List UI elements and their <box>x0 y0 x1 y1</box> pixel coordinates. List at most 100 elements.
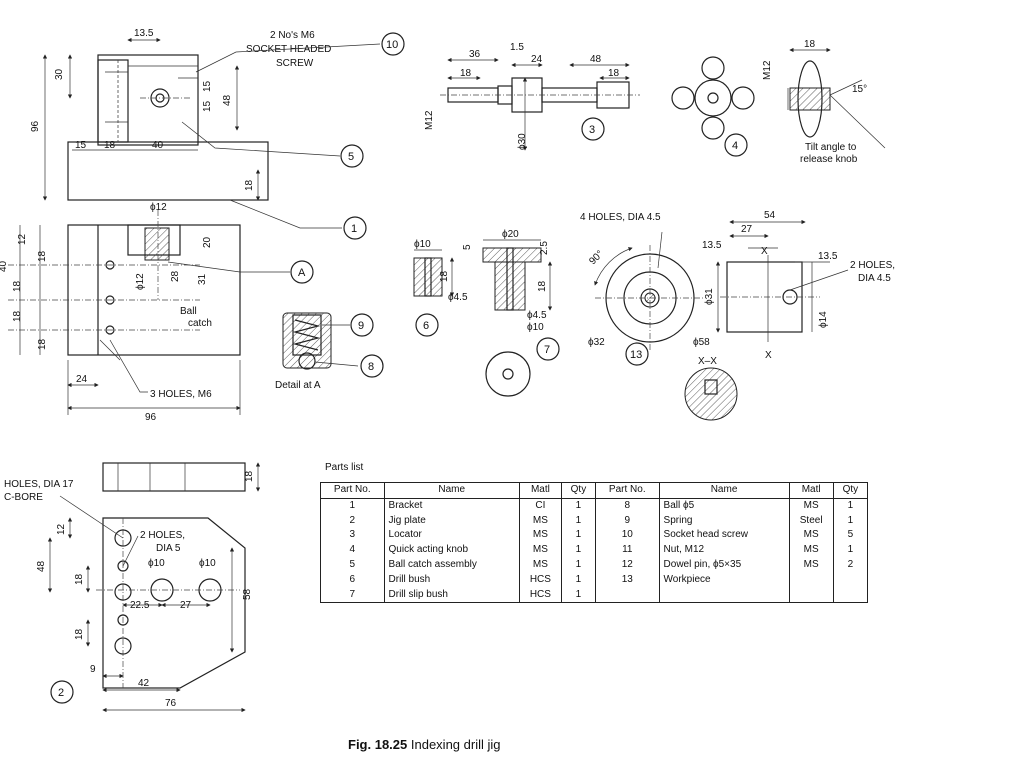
front-dim-18c: 18 <box>12 310 23 322</box>
parts-table-cell: Quick acting knob <box>383 543 520 558</box>
figure-caption: Fig. 18.25 Indexing drill jig <box>348 737 500 752</box>
knob-dim-m12: M12 <box>762 60 773 80</box>
parts-table-cell: Jig plate <box>383 513 520 529</box>
workpiece-view: 4 HOLES, DIA 4.5 90° ϕ32 ϕ58 54 27 13.5 … <box>580 210 895 421</box>
locator-dim-m12: M12 <box>424 110 435 130</box>
bubble-5-label: 5 <box>348 151 354 163</box>
bubble-4-label: 4 <box>732 140 738 152</box>
bubble-8 <box>360 354 384 378</box>
parts-table-cell: Ball catch assembly <box>383 557 520 573</box>
bracket-note-line2: SOCKET HEADED <box>246 44 331 55</box>
bracket-note-line1: 2 No's M6 <box>270 30 315 41</box>
parts-table-cell: CI <box>518 498 562 514</box>
front-dim-31: 31 <box>197 273 208 285</box>
parts-list-table: Part No. Name Matl Qty Part No. Name Mat… <box>320 482 869 604</box>
jig-dim-76: 76 <box>165 698 177 709</box>
header-part-no-2: Part No. <box>595 482 660 499</box>
header-qty-2: Qty <box>832 482 869 499</box>
workpiece-x-top: X <box>761 246 768 257</box>
workpiece-dim-54: 54 <box>764 210 776 221</box>
jig-cbore-line1: HOLES, DIA 17 <box>4 479 74 490</box>
parts-table-cell: 5 <box>832 528 869 544</box>
bush-dim-phi10: ϕ10 <box>414 239 431 250</box>
parts-table-cell: 1 <box>832 513 869 529</box>
bracket-dim-13-5: 13.5 <box>134 28 154 39</box>
bubble-3 <box>581 117 605 141</box>
slip-dim-phi4-5: ϕ4.5 <box>527 310 547 321</box>
front-dim-20: 20 <box>202 236 213 248</box>
slip-dim-2-5: 2.5 <box>539 241 550 255</box>
parts-list-caption: Parts list <box>325 462 364 473</box>
detail-a-label: Detail at A <box>275 380 321 391</box>
front-dim-24: 24 <box>76 374 88 385</box>
workpiece-dim-13-5a: 13.5 <box>702 240 722 251</box>
figure-title: Indexing drill jig <box>410 737 501 752</box>
parts-table-cell: 1 <box>560 513 597 529</box>
parts-table-cell: 1 <box>560 557 597 573</box>
parts-table-cell: Bracket <box>383 498 520 514</box>
slip-bush-view: ϕ20 5 2.5 18 ϕ4.5 ϕ10 7 <box>462 229 560 397</box>
workpiece-side-holes-line1: 2 HOLES, <box>850 260 895 271</box>
parts-table-cell: 5 <box>320 557 385 573</box>
workpiece-dim-phi32: ϕ32 <box>588 337 605 348</box>
bracket-dim-18b: 18 <box>244 179 255 191</box>
parts-table-cell: MS <box>788 543 834 558</box>
jig-dim-27: 27 <box>180 600 192 611</box>
bracket-dim-48: 48 <box>222 94 233 106</box>
ball-catch-line1: Ball <box>180 306 197 317</box>
bracket-note-line3: SCREW <box>276 58 314 69</box>
parts-table-cell: HCS <box>518 572 562 588</box>
parts-table-cell: 6 <box>320 572 385 588</box>
figure-number: Fig. 18.25 <box>348 737 408 752</box>
locator-dim-phi30: ϕ30 <box>517 133 528 150</box>
parts-table-cell: MS <box>788 528 834 544</box>
workpiece-holes-note: 4 HOLES, DIA 4.5 <box>580 212 661 223</box>
parts-table-cell: 2 <box>832 557 869 573</box>
bracket-dim-30: 30 <box>54 68 65 80</box>
slip-dim-phi10: ϕ10 <box>527 322 544 333</box>
locator-dim-1-5: 1.5 <box>510 42 524 53</box>
drill-bush-view: ϕ10 18 ϕ4.5 6 <box>413 239 468 337</box>
bracket-view: 13.5 30 96 15 15 48 15 18 40 18 2 No's M… <box>30 28 405 240</box>
front-view: ϕ12 12 20 18 ϕ12 28 31 18 18 18 40 24 96… <box>0 202 314 423</box>
front-dim-18a: 18 <box>37 250 48 262</box>
header-name-2: Name <box>658 482 790 499</box>
jig-holes-line2: DIA 5 <box>156 543 181 554</box>
parts-table-cell: Spring <box>658 513 790 529</box>
bush-dim-18: 18 <box>439 270 450 282</box>
parts-table-cell: HCS <box>518 587 562 604</box>
bubble-13-label: 13 <box>630 349 642 361</box>
front-dim-phi12-mid: ϕ12 <box>135 273 146 290</box>
parts-table-cell: MS <box>788 557 834 573</box>
slip-dim-phi20: ϕ20 <box>502 229 519 240</box>
locator-dim-18b: 18 <box>608 68 620 79</box>
jig-dim-12: 12 <box>56 523 67 535</box>
jig-dim-42: 42 <box>138 678 150 689</box>
parts-table-cell: Dowel pin, ϕ5×35 <box>658 557 790 573</box>
bubble-10-label: 10 <box>386 39 398 51</box>
parts-table-cell: 2 <box>320 513 385 529</box>
workpiece-dim-phi31: ϕ31 <box>704 288 715 305</box>
bubble-1-label: 1 <box>351 223 357 235</box>
parts-table-cell <box>832 587 869 604</box>
header-matl: Matl <box>518 482 562 499</box>
parts-table-cell <box>788 587 834 604</box>
front-dim-18d: 18 <box>37 338 48 350</box>
parts-table-cell: Steel <box>788 513 834 529</box>
bubble-10 <box>381 32 405 56</box>
locator-view: 36 1.5 24 48 18 18 M12 ϕ30 3 <box>424 42 640 151</box>
bubble-7 <box>536 337 560 361</box>
front-dim-40: 40 <box>0 260 9 272</box>
tilt-line2: release knob <box>800 154 858 165</box>
bracket-dim-96: 96 <box>30 120 41 132</box>
header-name: Name <box>383 482 520 499</box>
locator-dim-24: 24 <box>531 54 543 65</box>
parts-table-cell: Locator <box>383 528 520 544</box>
parts-table-cell: 8 <box>595 498 660 514</box>
jig-dim-48: 48 <box>36 560 47 572</box>
slip-dim-18: 18 <box>537 280 548 292</box>
parts-table-cell: Ball ϕ5 <box>658 498 790 514</box>
